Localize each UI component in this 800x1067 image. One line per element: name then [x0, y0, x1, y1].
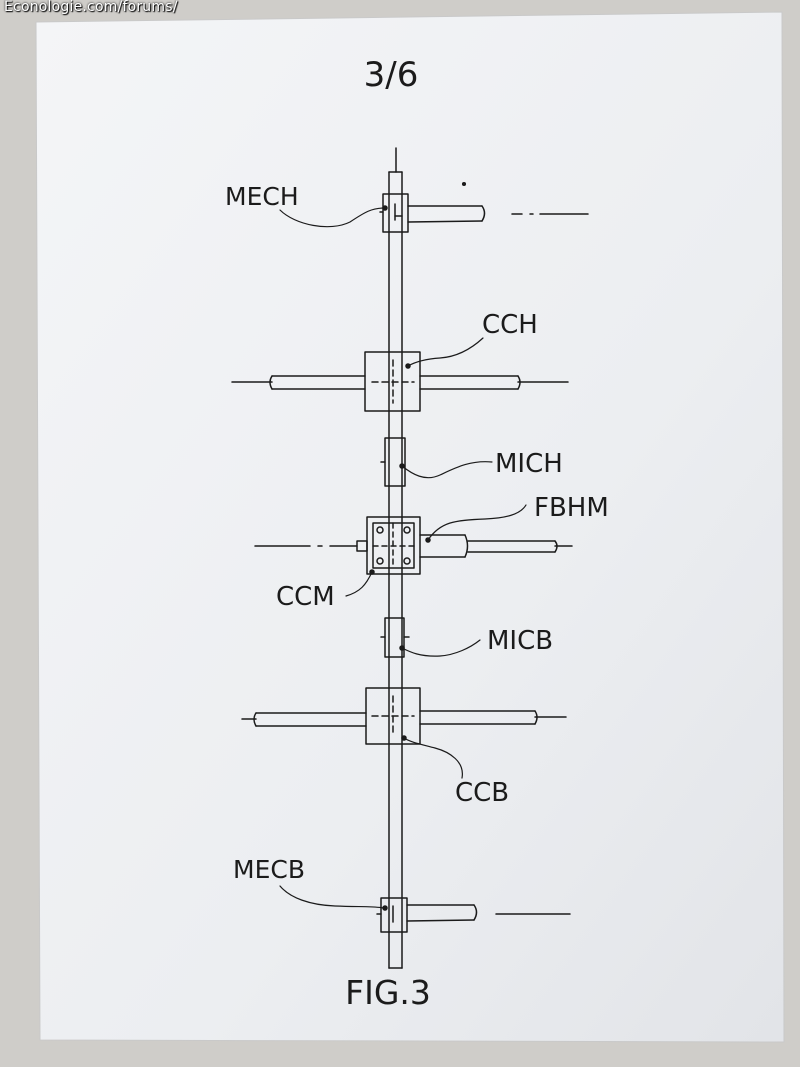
leader-fbhm — [427, 504, 527, 541]
mecb-fitting — [376, 897, 571, 933]
leader-mich — [401, 461, 493, 479]
label-cch: CCH — [482, 310, 538, 340]
label-mech: MECH — [225, 182, 299, 211]
label-mecb: MECB — [233, 855, 305, 884]
micb-fitting — [380, 617, 410, 658]
paper-sheet — [35, 11, 785, 1043]
leader-cch — [407, 337, 484, 367]
label-fbhm: FBHM — [534, 493, 609, 523]
leader-micb — [401, 639, 481, 657]
mich-fitting — [380, 437, 406, 487]
leader-ccb — [403, 737, 463, 779]
leader-lines — [279, 207, 527, 909]
leader-mech — [279, 207, 385, 228]
label-mich: MICH — [495, 449, 563, 479]
cch-fitting — [231, 351, 569, 412]
connection-dots — [369, 181, 467, 911]
leader-ccm — [345, 571, 373, 597]
ccm-fitting — [254, 516, 573, 575]
label-ccm: CCM — [276, 582, 335, 612]
main-mast — [388, 147, 403, 969]
ccb-fitting — [241, 687, 567, 745]
figure-caption: FIG.3 — [345, 973, 431, 1012]
mech-fitting — [379, 193, 589, 233]
page-number: 3/6 — [364, 55, 419, 95]
site-watermark: Econologie.com/forums/ — [4, 0, 178, 15]
leader-mecb — [279, 885, 385, 909]
label-micb: MICB — [487, 626, 553, 656]
label-ccb: CCB — [455, 778, 509, 808]
